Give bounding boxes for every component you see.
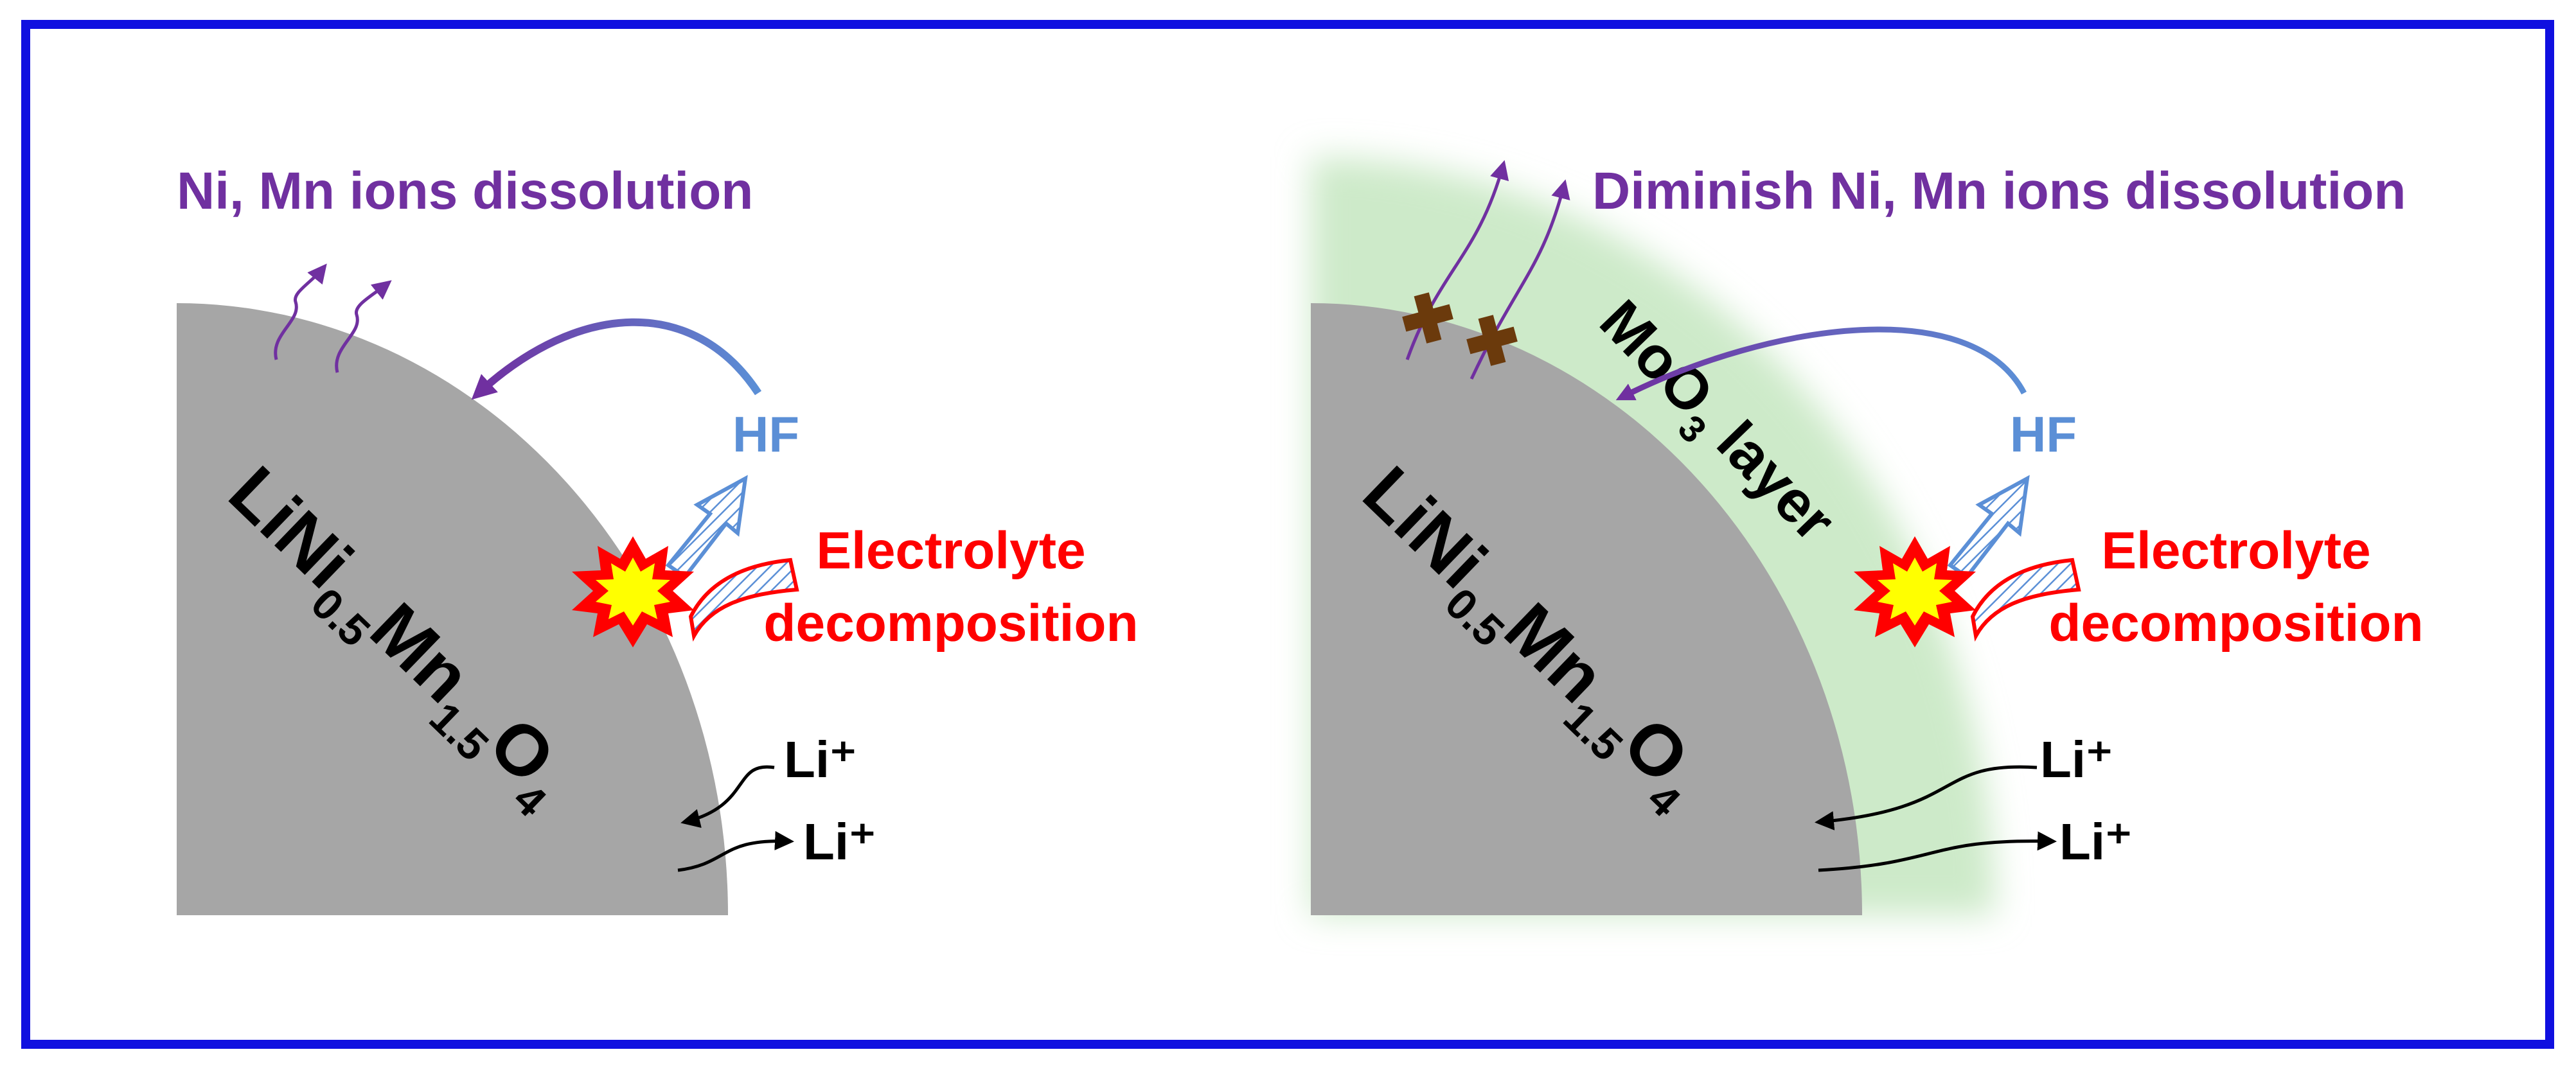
electrolyte-label-line1: Electrolyte bbox=[816, 522, 1085, 580]
li-extraction-arrow bbox=[677, 830, 794, 872]
dissolution-label: Ni, Mn ions dissolution bbox=[177, 162, 753, 220]
decomposition-burst-icon bbox=[1854, 536, 1976, 647]
electrolyte-label-line1: Electrolyte bbox=[2101, 522, 2370, 580]
li-ion-label-out: Li⁺ bbox=[803, 813, 876, 870]
hf-label: HF bbox=[2010, 406, 2077, 462]
li-ion-label-in: Li⁺ bbox=[784, 731, 857, 788]
right-panel: Diminish Ni, Mn ions dissolution MoO3 la… bbox=[1311, 157, 2424, 915]
hf-release-arrow bbox=[1947, 475, 2030, 580]
dissolution-arrow bbox=[335, 280, 392, 373]
dissolution-label: Diminish Ni, Mn ions dissolution bbox=[1592, 162, 2406, 220]
block-x-icon bbox=[1402, 292, 1453, 344]
li-ion-label-out: Li⁺ bbox=[2059, 813, 2132, 870]
lnmo-particle bbox=[177, 303, 728, 915]
outer-frame bbox=[21, 20, 2554, 1049]
dissolution-arrow bbox=[274, 263, 327, 360]
electrolyte-label-line2: decomposition bbox=[763, 594, 1138, 653]
electrolyte-arrow bbox=[688, 557, 799, 642]
lnmo-particle bbox=[1311, 303, 1862, 915]
hf-label: HF bbox=[733, 406, 799, 462]
li-extraction-arrow bbox=[1818, 831, 2057, 872]
electrolyte-arrow bbox=[1970, 557, 2081, 642]
li-insertion-arrow bbox=[1815, 765, 2038, 830]
block-x-icon bbox=[1466, 315, 1518, 366]
left-panel: Ni, Mn ions dissolution HF Electrolyte d… bbox=[177, 162, 1139, 915]
hf-attack-arrow bbox=[471, 318, 762, 400]
li-insertion-arrow bbox=[680, 765, 775, 829]
hf-release-arrow bbox=[665, 475, 748, 580]
electrolyte-label-line2: decomposition bbox=[2048, 594, 2423, 653]
decomposition-burst-icon bbox=[572, 536, 694, 647]
li-ion-label-in: Li⁺ bbox=[2040, 731, 2113, 788]
hf-attack-arrow bbox=[1615, 326, 2027, 401]
